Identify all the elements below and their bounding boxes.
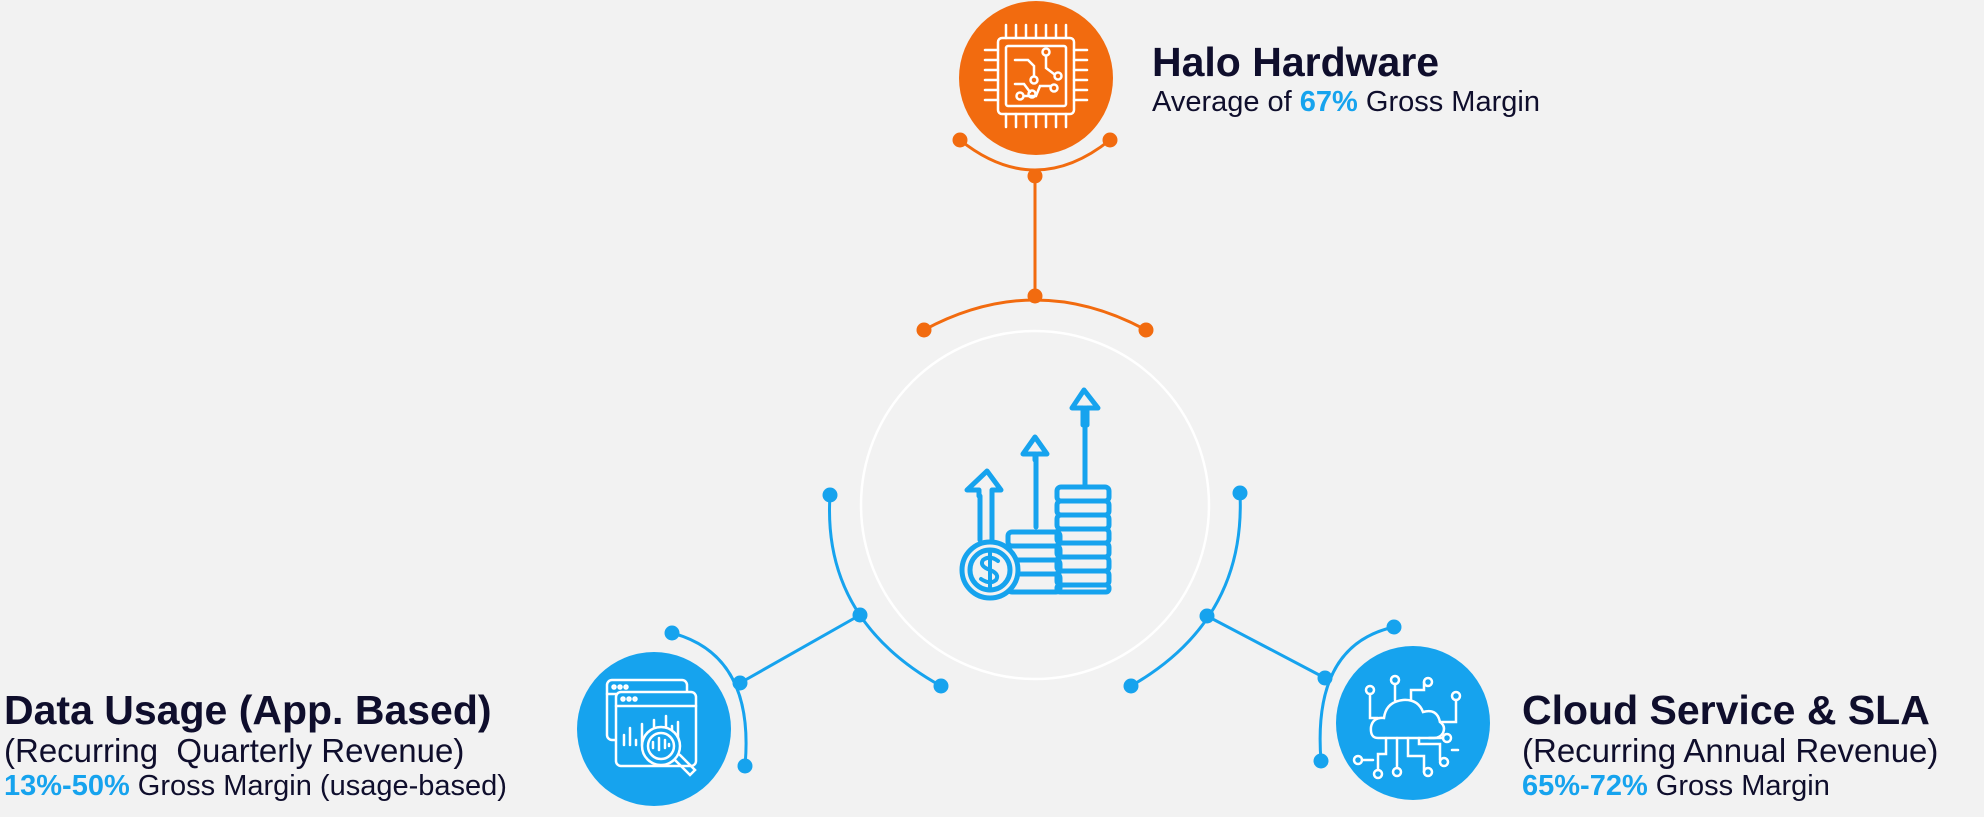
cloud-service-node (1336, 646, 1490, 800)
halo-margin-value: 67% (1299, 86, 1358, 118)
halo-hardware-margin: Average of 67% Gross Margin (1152, 86, 1540, 118)
center-ring (859, 329, 1211, 681)
cloud-connector-dots (1123, 485, 1402, 769)
data-usage-margin: 13%-50% Gross Margin (usage-based) (4, 770, 507, 802)
cloud-connector (1130, 492, 1395, 762)
cloud-service-title: Cloud Service & SLA (1522, 687, 1930, 733)
growth-coins-dollar-icon (959, 387, 1112, 601)
halo-hardware-label: Halo Hardware Average of 67% Gross Margi… (1152, 40, 1540, 118)
cloud-service-label: Cloud Service & SLA (Recurring Annual Re… (1522, 688, 1938, 802)
circuit-chip-icon (983, 23, 1089, 129)
data-usage-subtitle: (Recurring Quarterly Revenue) (4, 732, 465, 769)
data-margin-value: 13%-50% (4, 770, 130, 802)
data-usage-label: Data Usage (App. Based) (Recurring Quart… (4, 688, 507, 802)
analytics-magnifier-icon (605, 678, 698, 777)
cloud-margin-value: 65%-72% (1522, 770, 1648, 802)
halo-margin-prefix: Average of (1152, 86, 1300, 118)
data-connector (671, 494, 942, 767)
halo-hardware-title: Halo Hardware (1152, 39, 1440, 85)
halo-connector-dots (916, 132, 1154, 338)
data-usage-title: Data Usage (App. Based) (4, 687, 492, 733)
cloud-service-subtitle: (Recurring Annual Revenue) (1522, 732, 1939, 769)
data-margin-suffix: Gross Margin (usage-based) (129, 770, 507, 802)
data-connector-dots (664, 487, 949, 774)
halo-margin-suffix: Gross Margin (1357, 86, 1540, 118)
cloud-network-icon (1352, 674, 1462, 780)
cloud-service-margin: 65%-72% Gross Margin (1522, 770, 1938, 802)
cloud-margin-suffix: Gross Margin (1647, 770, 1830, 802)
